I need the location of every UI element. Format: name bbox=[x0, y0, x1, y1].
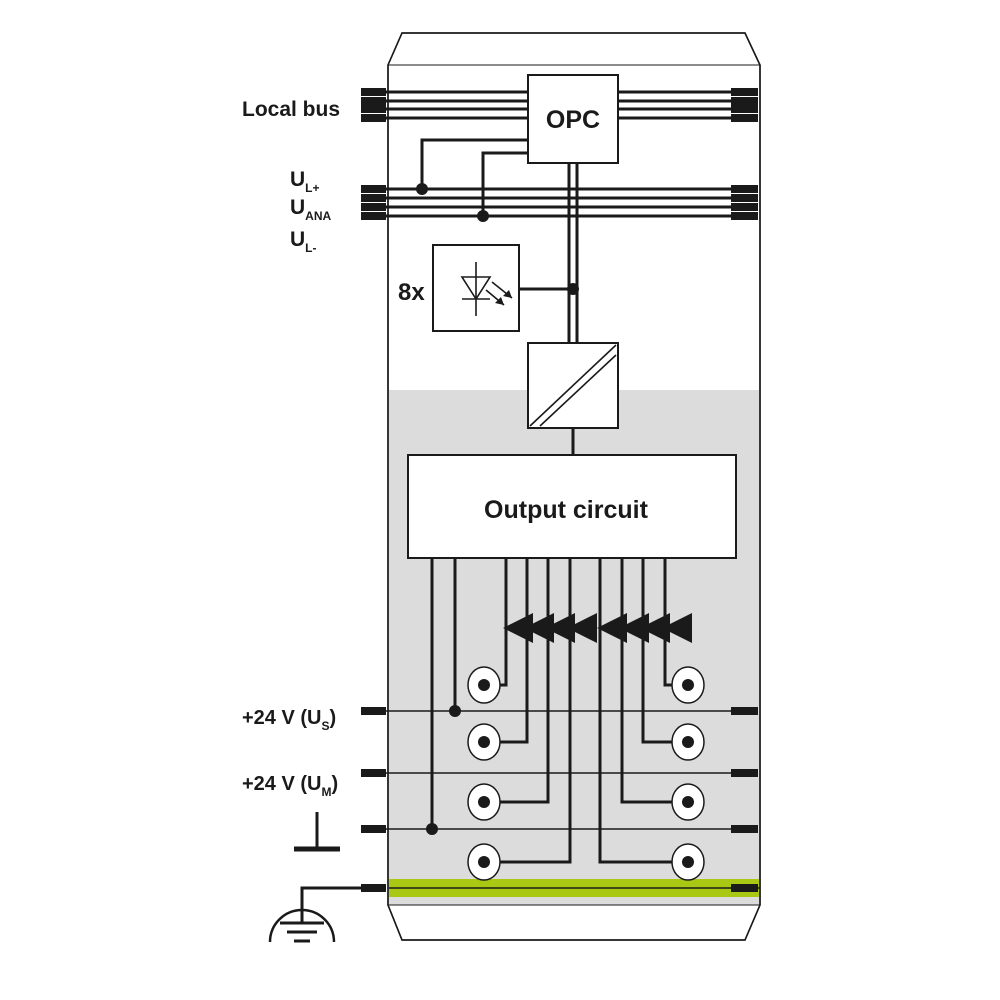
terminal-points-left bbox=[467, 666, 501, 881]
module-housing-outline bbox=[387, 32, 761, 941]
ul-plus-label: UL+ bbox=[290, 168, 320, 195]
supply-lines bbox=[361, 185, 758, 220]
galvanic-isolation-icon bbox=[529, 344, 617, 427]
uana-label: UANA bbox=[290, 196, 332, 223]
output-supply-wires bbox=[426, 558, 461, 835]
opc-block bbox=[527, 74, 619, 164]
ground-icon bbox=[294, 812, 340, 852]
terminal-points-right bbox=[671, 666, 705, 881]
output-circuit-label: Output circuit bbox=[484, 496, 649, 524]
led-icon bbox=[460, 262, 513, 316]
us-label: +24 V (US) bbox=[242, 707, 336, 733]
opc-output-bus bbox=[567, 163, 579, 343]
local-bus-label: Local bus bbox=[242, 98, 340, 121]
channel-count-label: 8x bbox=[398, 279, 425, 306]
output-circuit-block bbox=[407, 454, 737, 559]
led-feed-junction bbox=[567, 283, 579, 295]
opc-label: OPC bbox=[546, 106, 600, 134]
opc-supply-taps bbox=[416, 138, 528, 222]
um-label: +24 V (UM) bbox=[242, 773, 338, 799]
ul-minus-label: UL- bbox=[290, 228, 317, 255]
functional-earth-icon bbox=[268, 886, 361, 943]
